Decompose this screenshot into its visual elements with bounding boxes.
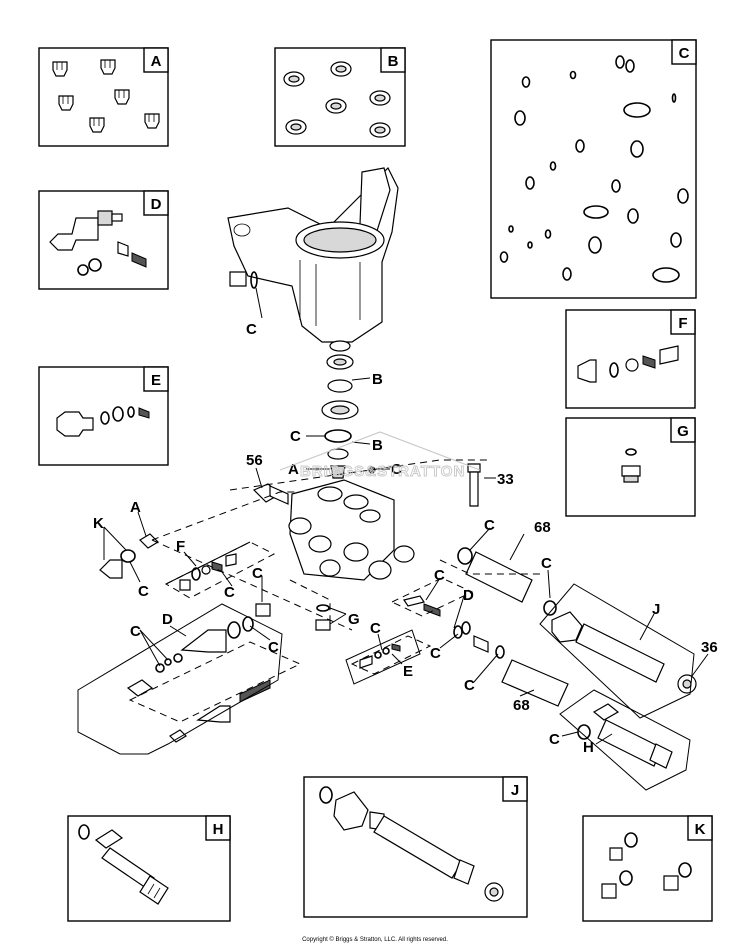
callout-c-housing: C (246, 321, 257, 338)
callout-g: G (348, 611, 360, 628)
callout-d-left: D (162, 611, 173, 628)
unloader-valve-icon (49, 210, 147, 276)
callout-c-h: C (549, 731, 560, 748)
watermark-text: BRIGGS&STRATTON (300, 463, 465, 480)
callout-c-68: C (464, 677, 475, 694)
kit-box-g[interactable]: G (565, 417, 696, 517)
callout-68-upper: 68 (534, 519, 551, 536)
kit-box-k[interactable]: K (582, 815, 713, 922)
plug-oring-icon (601, 832, 692, 899)
callout-36: 36 (701, 639, 718, 656)
callout-c-seal: C (290, 428, 301, 445)
outlet-fitting-icon (78, 824, 169, 905)
callout-68-lower: 68 (513, 697, 530, 714)
kit-h-letter: H (213, 821, 224, 838)
callout-k: K (93, 515, 104, 532)
kit-c-letter: C (679, 45, 690, 62)
o-ring-icon (499, 55, 689, 283)
callout-c-j: C (541, 555, 552, 572)
callout-c-d3: C (434, 567, 445, 584)
inlet-fitting-icon (319, 786, 504, 902)
callout-e: E (403, 663, 413, 680)
kit-d-letter: D (151, 196, 162, 213)
kit-g-letter: G (677, 423, 689, 440)
kit-box-a[interactable]: A (38, 47, 169, 147)
kit-box-b[interactable]: B (274, 47, 406, 147)
plug-icon (621, 448, 641, 483)
callout-c-d4: C (430, 645, 441, 662)
kit-box-h[interactable]: H (67, 815, 231, 922)
callout-c-cap: C (391, 461, 402, 478)
kit-box-f[interactable]: F (565, 309, 696, 409)
callout-c-d2: C (268, 639, 279, 656)
kit-frame-lines (77, 541, 695, 791)
kit-box-c[interactable]: C (490, 39, 697, 299)
kit-b-letter: B (388, 53, 399, 70)
callout-c-k: C (138, 583, 149, 600)
copyright-text: Copyright © Briggs & Stratton, LLC. All … (302, 936, 448, 943)
callout-33: 33 (497, 471, 514, 488)
callout-labels: C B C B 56 A C 33 A K C F C C D C C G C … (93, 321, 718, 756)
callout-h-right: H (583, 739, 594, 756)
callout-c-f: C (224, 584, 235, 601)
callout-c-e: C (370, 620, 381, 637)
callout-b-upper: B (372, 371, 383, 388)
callout-a-left: A (130, 499, 141, 516)
kit-box-e[interactable]: E (38, 366, 169, 466)
kit-a-letter: A (151, 53, 162, 70)
callout-56: 56 (246, 452, 263, 469)
kit-box-j[interactable]: J (303, 776, 528, 918)
callout-c-outlet: C (484, 517, 495, 534)
watermark: BRIGGS&STRATTON (279, 431, 481, 480)
valve-cap-icon (52, 59, 160, 133)
leader-lines (103, 287, 709, 745)
kit-k-letter: K (695, 821, 706, 838)
check-valve-icon (577, 345, 679, 383)
kit-box-d[interactable]: D (38, 190, 169, 290)
kit-j-letter: J (511, 782, 519, 799)
callout-b-lower: B (372, 437, 383, 454)
kit-f-letter: F (678, 315, 687, 332)
callout-j-right: J (652, 601, 660, 618)
kit-e-letter: E (151, 372, 161, 389)
packing-seal-icon (283, 61, 391, 138)
callout-f: F (176, 538, 185, 555)
callout-a-upper: A (288, 461, 299, 478)
pump-head-assembly (99, 166, 697, 769)
callout-c-f2: C (252, 565, 263, 582)
injector-icon (56, 406, 150, 437)
callout-d-right: D (463, 587, 474, 604)
callout-c-d: C (130, 623, 141, 640)
